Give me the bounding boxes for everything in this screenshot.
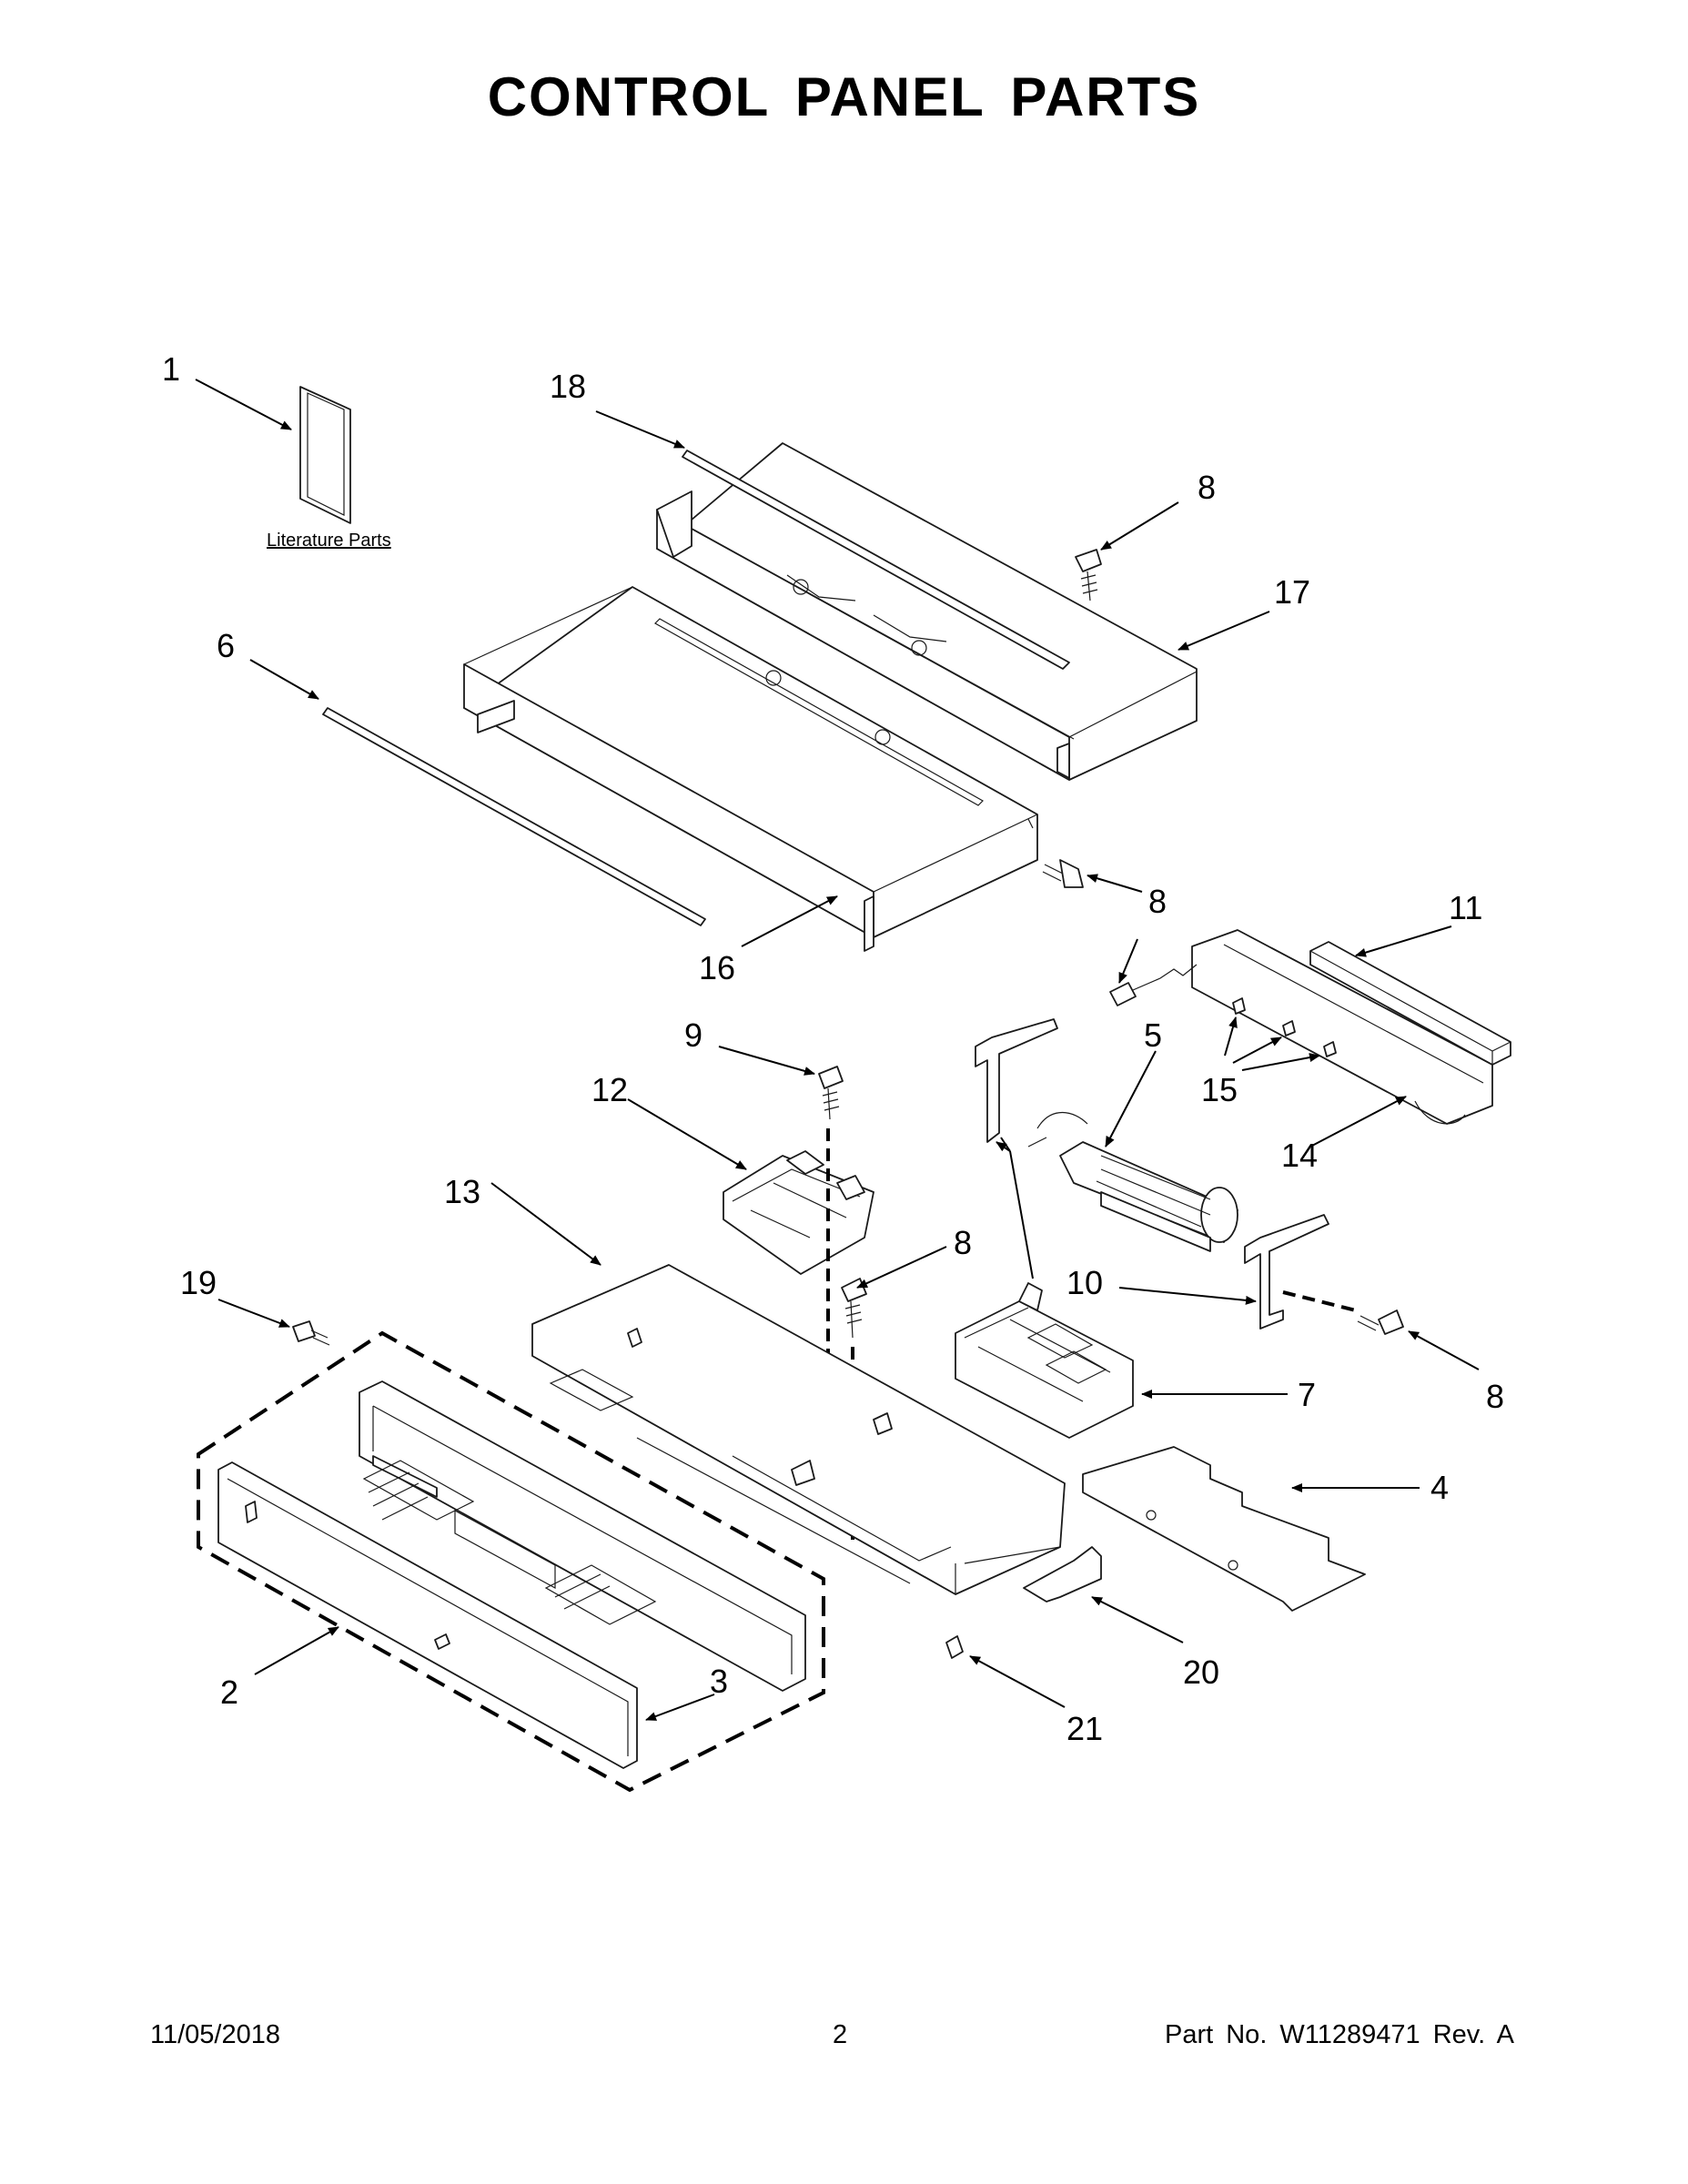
callout-20: 20 (1183, 1653, 1219, 1691)
footer-date: 11/05/2018 (150, 2020, 280, 2049)
callout-9: 9 (684, 1016, 702, 1054)
callout-1: 1 (162, 350, 180, 388)
footer-page-number: 2 (833, 2020, 848, 2049)
leader-lines (195, 379, 1480, 1721)
callout-12: 12 (591, 1071, 628, 1108)
callout-8-center: 8 (954, 1224, 972, 1261)
callout-4: 4 (1430, 1469, 1449, 1506)
footer-part-number: Part No. W11289471 Rev. A (1165, 2020, 1515, 2049)
small-bracket (1023, 1546, 1102, 1603)
literature-parts-label: Literature Parts (267, 531, 391, 551)
callout-2: 2 (220, 1673, 238, 1711)
control-panel-cover-upper (656, 442, 1198, 781)
pins (1232, 997, 1337, 1057)
callout-16: 16 (699, 949, 735, 986)
trim-strip-upper (682, 450, 1070, 670)
insulation-strip (1309, 941, 1511, 1066)
callout-10: 10 (1066, 1264, 1103, 1301)
callout-18: 18 (550, 368, 586, 405)
screw-fan-bracket (1357, 1309, 1404, 1335)
callout-3: 3 (710, 1663, 728, 1700)
callout-13: 13 (444, 1173, 480, 1210)
callout-8-upper: 8 (1198, 469, 1216, 506)
callout-14: 14 (1281, 1137, 1318, 1174)
fastener-path-right (1282, 1290, 1357, 1312)
page-title: CONTROL PANEL PARTS (487, 66, 1201, 127)
callout-numbers: 1 18 8 17 6 8 16 8 11 9 5 12 15 14 13 8 … (162, 350, 1504, 1747)
screw-19 (292, 1320, 330, 1346)
callout-15: 15 (1201, 1071, 1238, 1108)
trim-rod (322, 707, 706, 926)
fan-bracket-left (975, 1018, 1058, 1143)
callout-6: 6 (217, 627, 235, 664)
callout-21: 21 (1066, 1710, 1103, 1747)
callout-8-right: 8 (1486, 1378, 1504, 1415)
cooling-fan (1027, 1112, 1238, 1252)
screw-center (841, 1278, 867, 1339)
screw-upper-cover (1075, 549, 1102, 602)
control-panel-base (463, 586, 1038, 952)
mounting-bracket (1191, 929, 1493, 1125)
control-tray (531, 1264, 1066, 1596)
screw-base (1042, 859, 1084, 888)
callout-17: 17 (1274, 573, 1310, 611)
shield-plate (1082, 1446, 1366, 1612)
screw-bracket (1109, 964, 1198, 1006)
literature-booklet (299, 386, 351, 524)
clip (945, 1635, 964, 1659)
control-board (955, 1282, 1134, 1439)
control-panel-assembly (197, 1330, 825, 1793)
callout-8-base: 8 (1148, 883, 1167, 920)
callout-5: 5 (1144, 1016, 1162, 1054)
screw-relay-board (818, 1066, 844, 1120)
relay-board (723, 1150, 874, 1275)
callout-19: 19 (180, 1264, 217, 1301)
callout-11: 11 (1449, 889, 1482, 926)
callout-7: 7 (1298, 1376, 1316, 1413)
fan-bracket-right (1244, 1214, 1329, 1330)
